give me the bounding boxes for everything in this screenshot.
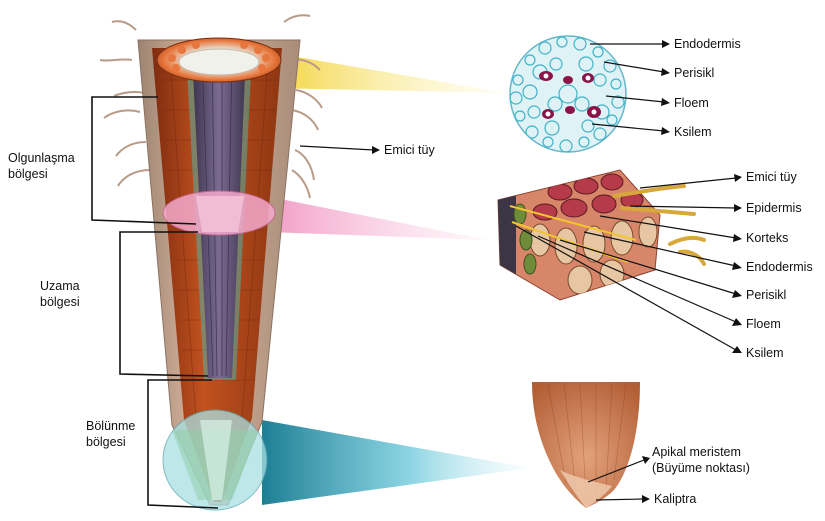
zone-labels: Olgunlaşma bölgesi Uzama bölgesi Bölünme… <box>8 151 135 449</box>
apical-meristem-label-line1: Apikal meristem <box>652 445 741 459</box>
division-bracket <box>147 379 219 509</box>
tissue-labels: Emici tüy Epidermis Korteks Endodermis P… <box>746 170 813 360</box>
root-tip-micrograph <box>532 382 640 508</box>
elongation-zone-label-line1: Uzama <box>40 279 80 293</box>
tissue-root-hairs <box>612 184 706 266</box>
cs-phloem-label: Floem <box>674 96 709 110</box>
division-zone-label-line1: Bölünme <box>86 419 135 433</box>
pointer-arrowheads <box>372 40 742 503</box>
xylem-lumens <box>543 73 597 117</box>
tissue-block-illustration <box>497 169 706 301</box>
cs-xylem-label: Ksilem <box>674 125 712 139</box>
tissue-pericycle-label: Perisikl <box>746 288 786 302</box>
teal-callout-beam <box>262 420 530 505</box>
tissue-phloem-label: Floem <box>746 317 781 331</box>
maturation-bracket <box>91 96 197 225</box>
cs-pericycle-label: Perisikl <box>674 66 714 80</box>
maturation-zone-label-line2: bölgesi <box>8 167 48 181</box>
tissue-root-hair-label: Emici tüy <box>746 170 797 184</box>
elongation-bracket <box>119 231 209 377</box>
zone-brackets <box>91 96 219 509</box>
cross-section-micrograph <box>509 35 627 153</box>
cs-endodermis-label: Endodermis <box>674 37 741 51</box>
root-cap-label: Kaliptra <box>654 492 696 506</box>
top-face-cells <box>168 41 270 72</box>
tip-cell-columns <box>547 383 627 499</box>
tissue-epidermis-label: Epidermis <box>746 201 802 215</box>
elongation-zone-label-line2: bölgesi <box>40 295 80 309</box>
tip-labels: Apikal meristem (Büyüme noktası) Kaliptr… <box>652 445 750 506</box>
division-zone-label-line2: bölgesi <box>86 435 126 449</box>
pointer-lines <box>299 43 737 501</box>
tissue-cortex-label: Korteks <box>746 231 788 245</box>
maturation-zone-label-line1: Olgunlaşma <box>8 151 75 165</box>
pink-callout-beam <box>265 196 488 240</box>
tissue-endodermis-label: Endodermis <box>746 260 813 274</box>
cross-section-labels: Endodermis Perisikl Floem Ksilem <box>674 37 741 139</box>
root-illustration <box>99 14 323 511</box>
yellow-callout-beam <box>268 52 508 93</box>
root-hair-label: Emici tüy <box>384 143 435 157</box>
tissue-xylem-label: Ksilem <box>746 346 784 360</box>
apical-meristem-label-line2: (Büyüme noktası) <box>652 461 750 475</box>
